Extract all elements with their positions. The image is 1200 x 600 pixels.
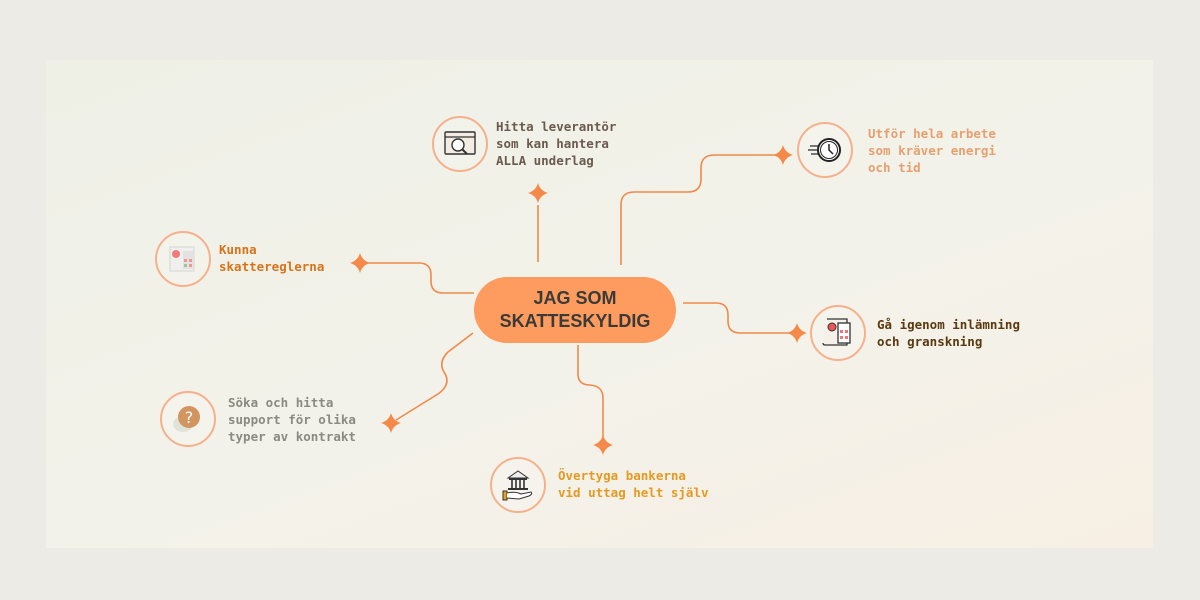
star-marker-soka: [381, 413, 401, 433]
star-marker-kunna: [350, 253, 370, 273]
central-topic[interactable]: JAG SOM SKATTESKYLDIG: [474, 277, 676, 343]
node-hitta-label: Hitta leverantör som kan hantera ALLA un…: [496, 119, 617, 168]
connector-ga: [683, 302, 792, 334]
browser-search-icon: [444, 131, 476, 155]
node-ga-label: Gå igenom inlämning och granskning: [877, 317, 1020, 349]
star-marker-hitta: [528, 183, 548, 203]
node-utfor-icon-circle[interactable]: [797, 122, 853, 178]
node-overtyga-label: Övertyga bankerna vid uttag helt själv: [558, 468, 709, 500]
connector-overtyga: [577, 345, 604, 438]
connector-kunna: [366, 262, 474, 294]
node-kunna-label: Kunna skattereglerna: [219, 242, 325, 274]
node-kunna-icon-circle[interactable]: [155, 231, 211, 287]
invoice-calculator-icon: [822, 318, 851, 346]
star-marker-ga: [787, 323, 807, 343]
tax-calculator-icon: [169, 246, 195, 272]
star-marker-utfor: [773, 145, 793, 165]
connector-soka: [395, 332, 474, 421]
star-marker-overtyga: [593, 435, 613, 455]
connector-utfor: [620, 154, 778, 265]
node-soka-label: Söka och hitta support för olika typer a…: [228, 395, 356, 444]
bank-hand-icon: [502, 470, 533, 501]
node-hitta-icon-circle[interactable]: [432, 116, 488, 172]
node-overtyga-icon-circle[interactable]: [490, 457, 546, 513]
svg-text:?: ?: [185, 408, 194, 427]
node-ga-icon-circle[interactable]: [810, 305, 866, 361]
node-soka-icon-circle[interactable]: ?: [160, 391, 216, 447]
node-utfor-label: Utför hela arbete som kräver energi och …: [868, 126, 996, 175]
question-bubble-icon: ?: [173, 406, 200, 432]
fast-clock-icon: [808, 138, 841, 162]
